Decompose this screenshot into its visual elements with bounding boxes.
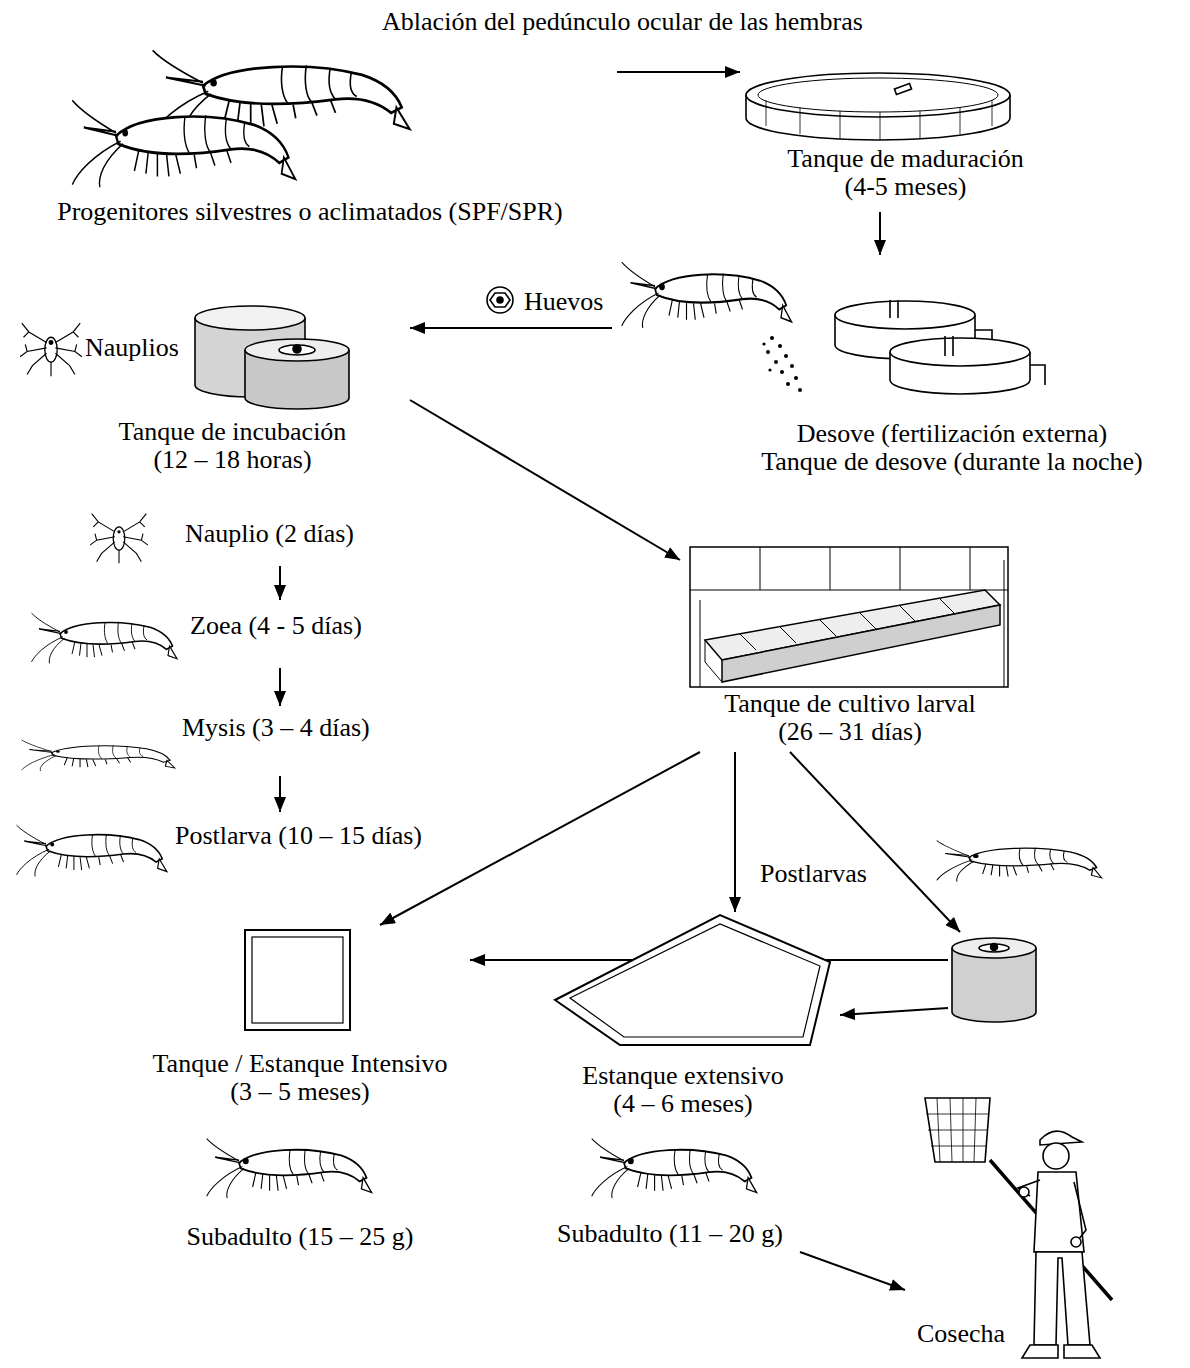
text-slot: Postlarva (10 – 15 días) <box>175 822 455 850</box>
larval-stage: Postlarva (10 – 15 días) <box>10 812 470 887</box>
stage-label: Postlarvas <box>760 860 880 888</box>
text-slot: Subadulto (15 – 25 g) <box>140 1223 460 1251</box>
text-slot: Tanque de incubación (12 – 18 horas) <box>110 418 355 474</box>
stage-label: Estanque extensivo (4 – 6 meses) <box>572 1062 794 1118</box>
text-slot: Progenitores silvestres o aclimatados (S… <box>5 198 615 226</box>
flow-arrow <box>279 776 281 812</box>
larval-tank-drawing <box>690 547 1008 687</box>
edge-label-slot: Huevos <box>522 288 610 316</box>
nursery-drawing <box>937 841 1102 1022</box>
text-slot: Tanque de maduración (4-5 meses) <box>778 145 1033 201</box>
stage-label: Tanque de cultivo larval (26 – 31 días) <box>710 690 990 746</box>
flow-arrow <box>879 212 881 255</box>
stage-label: Zoea (4 - 5 días) <box>190 612 390 640</box>
flow-arrow <box>840 1008 948 1015</box>
stage-label: Tanque / Estanque Intensivo (3 – 5 meses… <box>140 1050 460 1106</box>
flow-arrow <box>279 566 281 600</box>
flow-arrow <box>734 752 736 912</box>
flow-arrow <box>617 71 740 73</box>
larval-culture-tank: Tanque de cultivo larval (26 – 31 días) <box>680 540 1020 752</box>
stage-label: Mysis (3 – 4 días) <box>182 714 397 742</box>
stage-label: Nauplio (2 días) <box>185 520 395 548</box>
text-slot: Desove (fertilización externa) <box>752 420 1152 448</box>
stage-label: Postlarva (10 – 15 días) <box>175 822 455 850</box>
spawning-drawing <box>622 262 1045 394</box>
harvest-node: Cosecha <box>905 1090 1120 1360</box>
incubation-drawing <box>20 306 349 409</box>
text-slot: Postlarvas <box>760 860 880 888</box>
stage-label: Tanque de incubación (12 – 18 horas) <box>110 418 355 474</box>
stage-label: Subadulto (15 – 25 g) <box>140 1223 460 1251</box>
intensive-pond: Tanque / Estanque Intensivo (3 – 5 meses… <box>130 925 470 1255</box>
edge-label-slot: Ablación del pedúnculo ocular de las hem… <box>375 8 870 36</box>
edge-label: Huevos <box>522 287 605 316</box>
text-slot: Tanque / Estanque Intensivo (3 – 5 meses… <box>140 1050 460 1106</box>
text-slot: Zoea (4 - 5 días) <box>190 612 390 640</box>
flow-arrow <box>410 400 680 560</box>
larval-stage: Zoea (4 - 5 días) <box>25 600 395 668</box>
text-slot: Tanque de cultivo larval (26 – 31 días) <box>710 690 990 746</box>
text-slot: Tanque de desove (durante la noche) <box>752 448 1152 476</box>
flow-arrow <box>279 668 281 706</box>
larval-stage-drawings <box>17 514 177 877</box>
maturation-tank: Tanque de maduración (4-5 meses) <box>740 62 1040 212</box>
incubation-tank: NaupliosTanque de incubación (12 – 18 ho… <box>10 298 410 478</box>
edge-label: Ablación del pedúnculo ocular de las hem… <box>380 7 865 36</box>
broodstock-shrimp <box>72 50 409 187</box>
flow-arrow <box>790 752 960 932</box>
extensive-pond-drawing <box>555 915 830 1198</box>
text-slot: Estanque extensivo (4 – 6 meses) <box>572 1062 794 1118</box>
spawning-tank: Desove (fertilización externa)Tanque de … <box>612 255 1185 480</box>
maturation-tank-drawing <box>746 73 1010 140</box>
stage-label: Tanque de maduración (4-5 meses) <box>778 145 1033 201</box>
stage-label: Progenitores silvestres o aclimatados (S… <box>5 198 615 226</box>
harvester-figure <box>925 1098 1112 1358</box>
text-slot: Nauplios <box>85 334 200 362</box>
stage-label: Tanque de desove (durante la noche) <box>752 448 1152 476</box>
stage-label: Cosecha <box>917 1320 1027 1348</box>
egg-icon <box>487 287 513 313</box>
text-slot: Mysis (3 – 4 días) <box>182 714 397 742</box>
broodstock-node: Progenitores silvestres o aclimatados (S… <box>5 40 617 235</box>
larval-stage: Nauplio (2 días) <box>80 508 400 566</box>
text-slot: Cosecha <box>917 1320 1027 1348</box>
stage-label: Desove (fertilización externa) <box>752 420 1152 448</box>
text-slot: Subadulto (11 – 20 g) <box>550 1220 790 1248</box>
larval-stage: Mysis (3 – 4 días) <box>15 706 405 776</box>
extensive-pond: Estanque extensivo (4 – 6 meses) Subadult… <box>530 912 840 1252</box>
text-slot: Nauplio (2 días) <box>185 520 395 548</box>
stage-label: Nauplios <box>85 334 200 362</box>
flow-arrow <box>380 752 700 925</box>
flow-arrow <box>410 327 612 329</box>
stage-label: Subadulto (11 – 20 g) <box>550 1220 790 1248</box>
nursery-tank: Postlarvas <box>948 932 1043 1030</box>
flow-arrow <box>800 1252 905 1290</box>
